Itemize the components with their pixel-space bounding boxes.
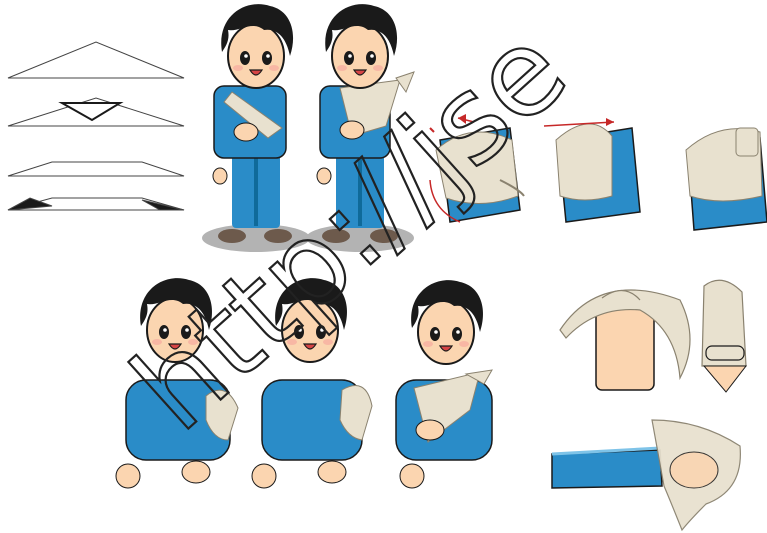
fold-step-1 — [8, 42, 184, 78]
fold-step-3 — [8, 162, 184, 176]
finger-bandage-steps — [560, 280, 746, 392]
elbow-step-3 — [686, 128, 767, 230]
elbow-step-2 — [544, 118, 640, 222]
hand-bandage — [552, 420, 740, 530]
boy-arm-sling-step-3 — [396, 280, 492, 488]
triangle-fold-steps — [8, 42, 184, 210]
